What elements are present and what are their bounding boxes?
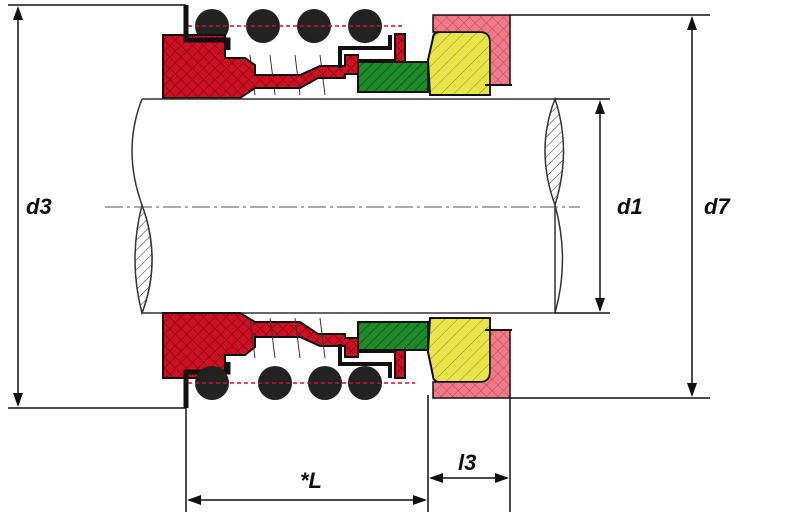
L-label: *L [300, 468, 322, 493]
shaft [105, 96, 580, 316]
stationary-seat-upper [426, 31, 491, 96]
retainer-lip-upper [338, 35, 392, 68]
L-arrow-right [413, 495, 427, 505]
rotating-face-upper [357, 61, 429, 93]
d1-arrow-top [595, 100, 605, 114]
d3-label: d3 [26, 194, 52, 219]
upper-seal-assembly [162, 5, 512, 99]
d1-arrow-bottom [595, 298, 605, 312]
rotating-face-lower [357, 321, 429, 351]
retainer-band-upper [183, 5, 231, 50]
arrowheads [13, 6, 697, 505]
shaft-body [142, 98, 556, 314]
l3-arrow-right [495, 473, 509, 483]
d3-arrow-top [13, 6, 23, 20]
d3-arrow-bottom [13, 393, 23, 407]
d7-arrow-bottom [687, 383, 697, 397]
l3-arrow-left [429, 473, 443, 483]
L-arrow-left [187, 495, 201, 505]
spring-wire [249, 317, 326, 359]
spring-coil [246, 9, 280, 43]
d7-label: d7 [704, 194, 731, 219]
d7-arrow-top [687, 16, 697, 30]
retainer-lip-lower [338, 344, 392, 378]
dimension-lines [8, 4, 710, 512]
rubber-driver-upper [162, 33, 406, 99]
shaft-break-right [554, 204, 564, 314]
seat-cup-lower [432, 329, 511, 399]
shaft-break-left-hatch [134, 202, 153, 316]
lower-seal-assembly [162, 312, 512, 408]
l3-label: l3 [458, 450, 476, 475]
d1-label: d1 [617, 194, 643, 219]
stationary-seat-lower [426, 317, 491, 383]
